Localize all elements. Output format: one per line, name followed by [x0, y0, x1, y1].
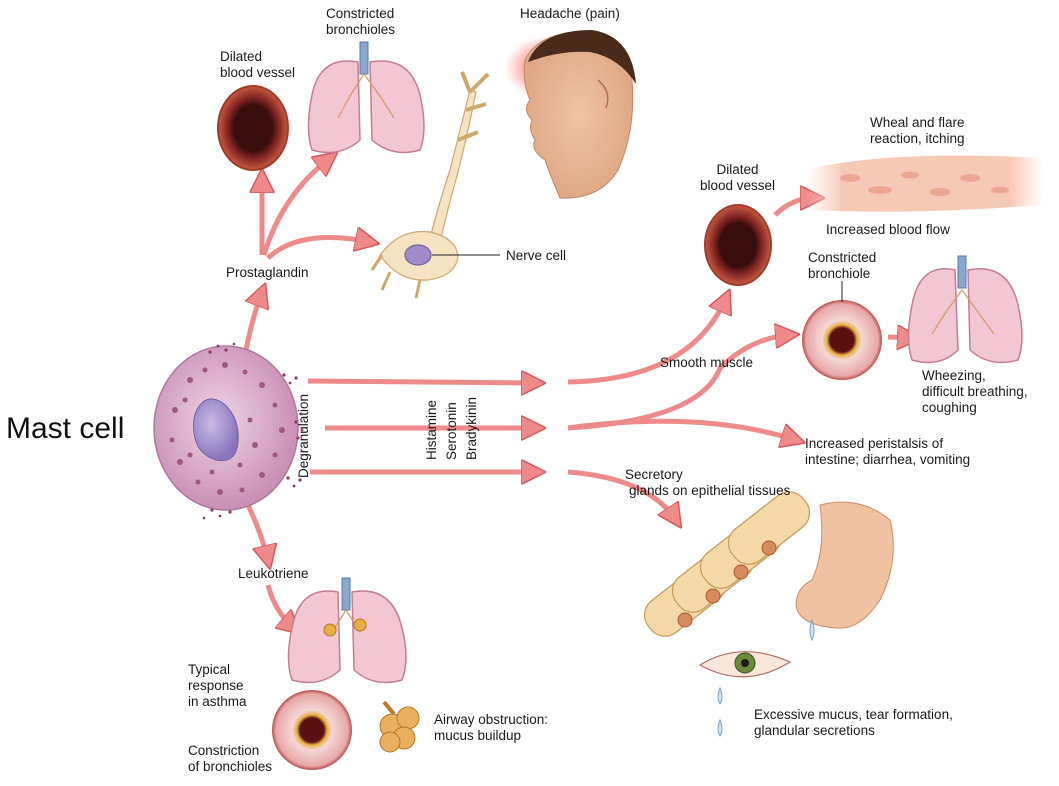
- label-leukotriene: Leukotriene: [238, 566, 309, 581]
- label-degranulation: Degranulation: [296, 393, 311, 478]
- arrow-to-bronchioles-top: [261, 158, 330, 256]
- label-excessive-mucus: Excessive mucus, tear formation, glandul…: [754, 707, 953, 738]
- label-histamine: Histamine: [424, 399, 439, 460]
- constricted-bronchiole-right: [802, 300, 882, 380]
- label-serotonin: Serotonin: [444, 402, 459, 460]
- arrow-to-prostaglandin: [242, 292, 262, 356]
- label-secretory: Secretory glands on epithelial tissues: [625, 467, 791, 498]
- arrow-mediator-1: [307, 381, 536, 383]
- eye-illustration: [698, 651, 792, 737]
- dilated-vessel-top: [217, 85, 289, 171]
- label-typical-response: Typical response in asthma: [188, 662, 247, 709]
- lungs-right: [907, 255, 1023, 364]
- label-prostaglandin: Prostaglandin: [226, 265, 309, 280]
- arrow-to-peristalsis: [567, 418, 796, 440]
- arrow-to-smooth-muscle: [567, 298, 726, 385]
- epithelial-cells: [643, 491, 811, 637]
- label-headache: Headache (pain): [520, 6, 620, 21]
- arrows: [242, 158, 912, 628]
- mucus-alveoli: [379, 700, 420, 753]
- nose-illustration: [795, 501, 894, 642]
- arrow-to-lungs-bottom: [265, 584, 294, 628]
- lungs-bottom: [287, 577, 407, 684]
- label-wheezing: Wheezing, difficult breathing, coughing: [922, 368, 1028, 415]
- label-constricted-bronchiole-right: Constricted bronchiole: [808, 250, 877, 281]
- label-dilated-vessel-top: Dilated blood vessel: [220, 49, 296, 80]
- label-increased-blood-flow: Increased blood flow: [826, 222, 950, 237]
- label-constricted-bronchioles-top: Constricted bronchioles: [326, 6, 396, 37]
- label-smooth-muscle: Smooth muscle: [660, 355, 754, 370]
- arrow-to-secretory: [567, 469, 676, 520]
- nerve-cell: [370, 71, 490, 299]
- label-peristalsis: Increased peristalsis of intestine; diar…: [805, 436, 971, 467]
- dilated-vessel-right: [704, 204, 772, 286]
- label-wheal: Wheal and flare reaction, itching: [870, 115, 965, 146]
- mast-cell-granules: [169, 362, 285, 495]
- label-constriction-bronchioles: Constriction of bronchioles: [188, 743, 273, 774]
- skin-wheal: [806, 155, 1046, 212]
- headache-illustration: [504, 30, 636, 199]
- released-granules: [202, 342, 304, 520]
- lungs-top: [307, 41, 425, 154]
- mast-cell: [153, 342, 304, 520]
- arrow-to-leukotriene: [245, 503, 268, 560]
- constriction-bronchioles-bottom: [272, 690, 352, 770]
- arrow-to-nerve-cell: [266, 238, 370, 260]
- title: Mast cell: [6, 412, 125, 445]
- label-bradykinin: Bradykinin: [464, 396, 479, 460]
- label-airway-obstruction: Airway obstruction: mucus buildup: [434, 712, 549, 743]
- label-nerve-cell: Nerve cell: [506, 248, 567, 263]
- mast-cell-nucleus: [193, 398, 239, 462]
- label-dilated-vessel-right: Dilated blood vessel: [700, 162, 776, 193]
